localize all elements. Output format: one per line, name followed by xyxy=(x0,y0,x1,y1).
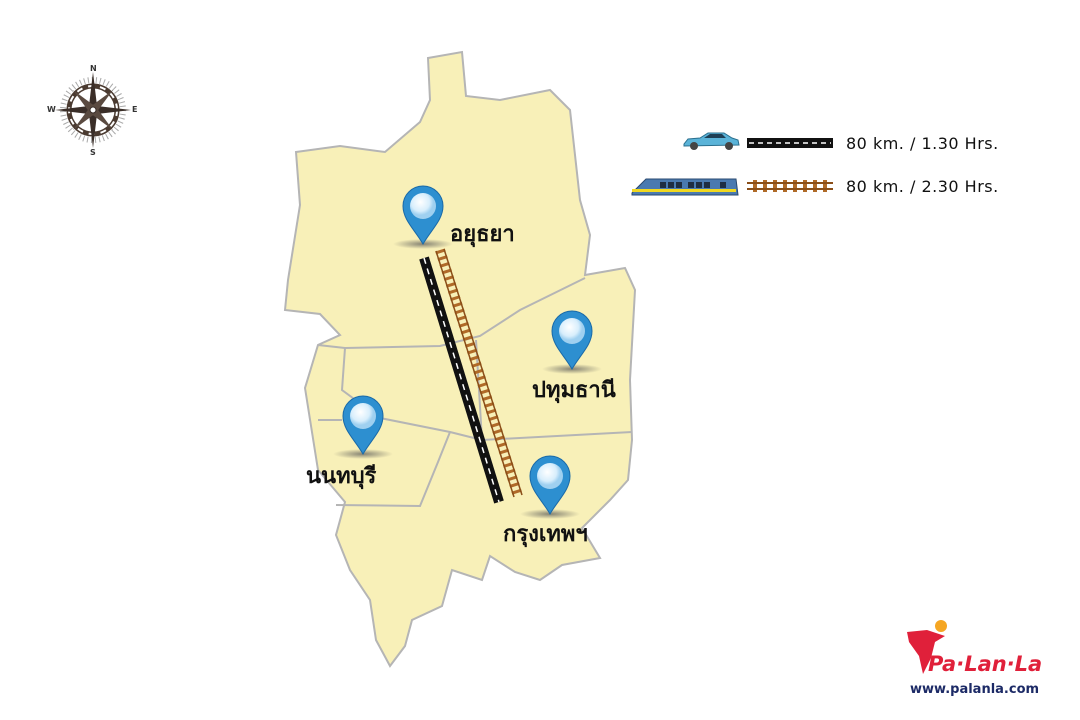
road-route xyxy=(419,256,504,504)
legend-car-text: 80 km. / 1.30 Hrs. xyxy=(846,134,999,153)
compass-w-label: W xyxy=(47,105,56,114)
pin-bangkok-icon[interactable] xyxy=(520,455,580,519)
logo-name: Pa·Lan·La xyxy=(928,652,1043,676)
legend-train-text: 80 km. / 2.30 Hrs. xyxy=(846,177,999,196)
province-label-bangkok: กรุงเทพฯ xyxy=(503,522,588,547)
compass-n-label: N xyxy=(90,64,97,73)
logo-url[interactable]: www.palanla.com xyxy=(910,682,1040,697)
compass-rose-icon xyxy=(55,72,131,148)
palanla-logo-icon xyxy=(907,620,947,674)
railway-legend-icon xyxy=(747,180,833,192)
pin-ayutthaya-icon[interactable] xyxy=(393,185,453,249)
province-label-ayutthaya: อยุธยา xyxy=(450,222,515,247)
car-icon xyxy=(683,132,740,150)
compass-e-label: E xyxy=(132,105,138,114)
pin-nonthaburi-icon[interactable] xyxy=(333,395,393,459)
province-label-nonthaburi: นนทบุรี xyxy=(306,464,377,489)
railway-route xyxy=(435,248,523,498)
pin-pathumthani-icon[interactable] xyxy=(542,310,602,374)
road-legend-icon xyxy=(747,138,833,148)
palanla-logo[interactable]: Pa·Lan·La www.palanla.com xyxy=(900,618,1070,708)
compass-s-label: S xyxy=(90,148,96,157)
train-icon xyxy=(631,178,739,196)
province-label-pathumthani: ปทุมธานี xyxy=(532,378,616,403)
